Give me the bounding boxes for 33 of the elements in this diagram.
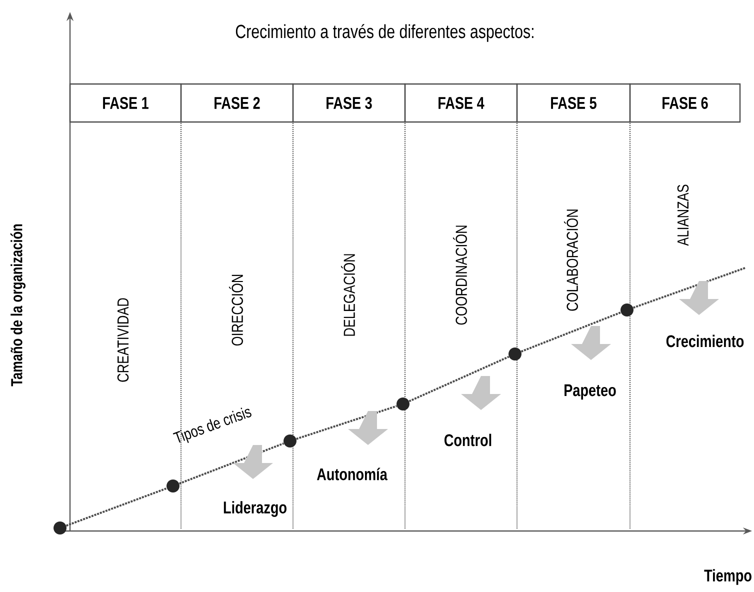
line-label: Tipos de crisis	[172, 408, 252, 444]
dotted-line	[296, 405, 397, 440]
crisis-label: Autonomía	[316, 468, 388, 480]
dotted-line	[66, 487, 168, 527]
phase-box: FASE 2	[180, 83, 294, 123]
phase-box: FASE 3	[292, 83, 406, 123]
phase-label: CREATIVIDAD	[117, 298, 129, 382]
phase-label: COORDINACIÓN	[453, 226, 467, 325]
crisis-label: Papeteo	[564, 384, 616, 400]
title: Crecimiento a través de diferentes aspectos:	[236, 24, 534, 42]
phase-label: ALIANZAS	[677, 184, 689, 246]
dot	[508, 348, 522, 360]
dotted-line	[178, 442, 284, 485]
phase-box: FASE 4	[404, 83, 518, 123]
crisis-label: Liderazgo	[224, 501, 286, 517]
axis-label: Tiempo	[704, 569, 752, 585]
phase-box: FASE 6	[629, 83, 741, 123]
phase-box: FASE 1	[69, 83, 182, 123]
phase-label: COLABORACIÓN	[564, 210, 578, 311]
dotted-line	[632, 267, 746, 309]
phase-label: DELEGACIÓN	[341, 254, 355, 336]
dotted-line	[520, 312, 622, 352]
dot	[54, 522, 66, 534]
dot	[396, 398, 410, 410]
phase-label: OIRECCIÓN	[229, 274, 243, 346]
axis-label: Tamaño de la organización	[10, 224, 26, 386]
crisis-label: Control	[444, 434, 492, 446]
crisis-label: Crecimiento	[666, 334, 744, 348]
dot	[284, 434, 296, 448]
phase-box: FASE 5	[516, 83, 631, 123]
dot	[620, 304, 634, 316]
dotted-line	[408, 356, 510, 402]
dot	[166, 480, 180, 492]
